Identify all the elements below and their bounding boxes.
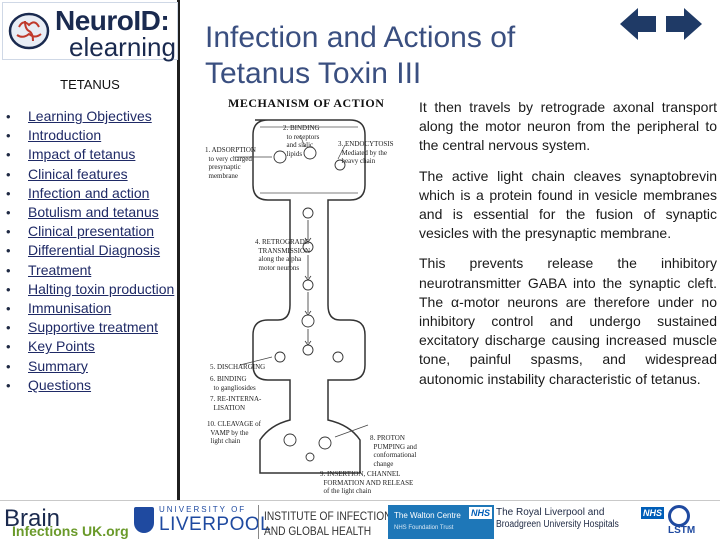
lstm-symbol-icon [668,505,690,527]
page-title: Infection and Actions of Tetanus Toxin I… [205,21,516,90]
lstm-logo: LSTM [666,505,718,539]
nhs-badge: NHS [640,507,664,519]
arrow-right-icon[interactable] [664,6,704,42]
sidebar-item-introduction[interactable]: Introduction [6,126,176,145]
diagram-label-binding: 2. BINDING to receptors and sialic lipid… [283,124,320,158]
sidebar-link[interactable]: Botulism and tetanus [28,204,159,221]
logo-text: Infections UK.org [12,523,129,539]
sidebar-link[interactable]: Key Points [28,338,95,355]
sidebar-item-summary[interactable]: Summary [6,357,176,376]
sidebar-link[interactable]: Infection and action [28,184,150,201]
diagram-label-proton-pumping: 8. PROTON PUMPING and conformational cha… [370,434,417,468]
logo-text: AND GLOBAL HEALTH [264,524,372,538]
sidebar-link[interactable]: Introduction [28,127,102,144]
logo-text: INSTITUTE OF INFECTION [264,509,392,523]
logo-text: Brain [4,505,61,532]
diagram-title: MECHANISM OF ACTION [228,96,385,110]
walton-centre-logo: The Walton Centre NHS Foundation Trust N… [388,505,494,539]
brain-infections-logo: Brain Infections UK.org [4,505,130,539]
diagram-label-binding-gangliosides: 6. BINDING to gangliosides [210,375,256,392]
university-of-liverpool-logo: UNIVERSITY OF LIVERPOOL [134,505,271,539]
sidebar-item-clinical-features[interactable]: Clinical features [6,165,176,184]
sidebar-item-learning-objectives[interactable]: Learning Objectives [6,107,176,126]
diagram-label-reinternalisation: 7. RE-INTERNA- LISATION [210,395,262,412]
logo-text: Broadgreen University Hospitals [496,519,619,530]
brand-name: NeuroID: [55,5,170,36]
sidebar-link[interactable]: Learning Objectives [28,108,152,124]
sidebar-link[interactable]: Immunisation [28,300,112,317]
sidebar-item-impact[interactable]: Impact of tetanus [6,145,176,164]
arrow-left-icon[interactable] [618,6,658,42]
sidebar-link[interactable]: Clinical features [28,165,128,182]
sidebar-nav: Learning Objectives Introduction Impact … [6,107,176,395]
sidebar-link[interactable]: Differential Diagnosis [28,242,161,259]
royal-liverpool-hospitals-logo: The Royal Liverpool and Broadgreen Unive… [496,505,664,539]
sidebar-item-immunisation[interactable]: Immunisation [6,299,176,318]
sidebar-item-infection-action[interactable]: Infection and action [6,184,176,203]
brain-logo-icon [8,12,50,50]
sidebar-item-questions[interactable]: Questions [6,376,176,395]
content-text: It then travels by retrograde axonal tra… [419,98,717,400]
logo-text: The Royal Liverpool and [496,507,605,518]
diagram-label-adsorption: 1. ADSORPTION to very charged presynapti… [205,146,256,180]
brand-subtitle: elearning [69,32,176,62]
diagram-label-endocytosis: 3. ENDOCYTOSIS Mediated by the heavy cha… [338,140,394,165]
sidebar-item-treatment[interactable]: Treatment [6,261,176,280]
sidebar: NeuroID: elearning TETANUS Learning Obje… [0,0,180,500]
mechanism-diagram [235,119,369,474]
sidebar-link[interactable]: Treatment [28,261,92,278]
diagram-label-retrograde: 4. RETROGRADE TRANSMISSION along the alp… [255,238,311,272]
logo-text: LIVERPOOL [159,514,272,535]
sidebar-link[interactable]: Impact of tetanus [28,146,136,163]
diagram-label-discharging: 5. DISCHARGING [210,363,266,371]
paragraph: It then travels by retrograde axonal tra… [419,99,717,154]
sidebar-item-key-points[interactable]: Key Points [6,337,176,356]
sidebar-item-supportive-treatment[interactable]: Supportive treatment [6,318,176,337]
paragraph: This prevents release the inhibitory neu… [419,255,717,387]
institute-of-infection-logo: INSTITUTE OF INFECTION AND GLOBAL HEALTH [258,505,392,539]
sidebar-link[interactable]: Halting toxin production [28,280,175,297]
logo-text: NHS Foundation Trust [394,525,454,531]
logo-text: LSTM [668,525,696,536]
logo-text: The Walton Centre [394,511,461,520]
partner-logos-footer: Brain Infections UK.org UNIVERSITY OF LI… [0,500,720,540]
diagram-label-insertion: 9. INSERTION, CHANNEL FORMATION AND RELE… [320,470,414,495]
paragraph: The active light chain cleaves synaptobr… [419,167,717,242]
sidebar-link[interactable]: Questions [28,376,92,393]
neuroid-elearning-logo: NeuroID: elearning [2,2,178,62]
sidebar-link[interactable]: Summary [28,357,88,374]
sidebar-title: TETANUS [60,77,120,92]
sidebar-item-halting-toxin[interactable]: Halting toxin production [6,280,176,299]
logo-text: UNIVERSITY OF [159,505,247,514]
crest-icon [134,507,154,533]
sidebar-link[interactable]: Supportive treatment [28,319,158,336]
sidebar-item-clinical-presentation[interactable]: Clinical presentation [6,222,176,241]
diagram-label-cleavage: 10. CLEAVAGE of VAMP by the light chain [207,420,261,445]
sidebar-item-differential-diagnosis[interactable]: Differential Diagnosis [6,241,176,260]
sidebar-item-botulism[interactable]: Botulism and tetanus [6,203,176,222]
sidebar-link[interactable]: Clinical presentation [28,223,155,240]
page-navigation [618,6,708,42]
nhs-badge: NHS [468,507,492,519]
